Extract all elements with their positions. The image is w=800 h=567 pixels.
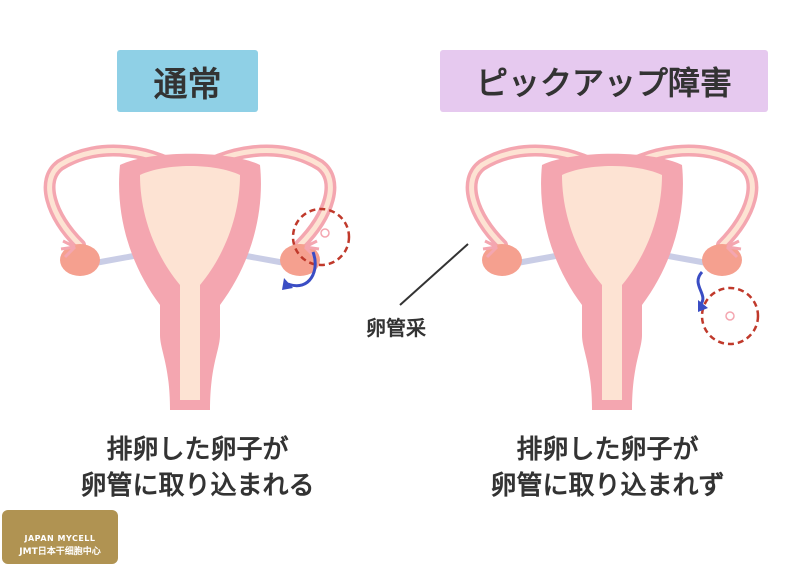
arrow-head-icon: [698, 300, 708, 312]
normal-uterus: [50, 151, 331, 410]
egg-icon: [725, 311, 735, 321]
disorder-uterus: [472, 151, 753, 410]
disorder-caption-line2: 卵管に取り込まれず: [490, 471, 725, 501]
normal-caption-line2: 卵管に取り込まれる: [80, 471, 315, 501]
disorder-caption: 排卵した卵子が 卵管に取り込まれず: [430, 432, 785, 504]
egg-path-arrow: [287, 251, 317, 288]
pickup-zone-circle: [291, 207, 351, 267]
fimbria-pointer-line: [399, 243, 469, 306]
normal-caption: 排卵した卵子が 卵管に取り込まれる: [20, 432, 375, 504]
logo-line2: JMT日本干细胞中心: [19, 547, 101, 557]
fimbria-label: 卵管采: [366, 316, 426, 340]
pickup-disorder-title: ピックアップ障害: [440, 50, 768, 112]
disorder-caption-line1: 排卵した卵子が: [516, 435, 699, 465]
normal-caption-line1: 排卵した卵子が: [106, 435, 289, 465]
egg-escape-arrow: [696, 270, 705, 307]
jmt-logo: JAPAN MYCELL JMT日本干细胞中心: [2, 510, 118, 564]
normal-title: 通常: [117, 50, 258, 112]
logo-line1: JAPAN MYCELL: [24, 534, 96, 543]
egg-icon: [320, 228, 330, 238]
escaped-egg-circle: [700, 286, 760, 346]
arrow-head-icon: [282, 278, 293, 290]
